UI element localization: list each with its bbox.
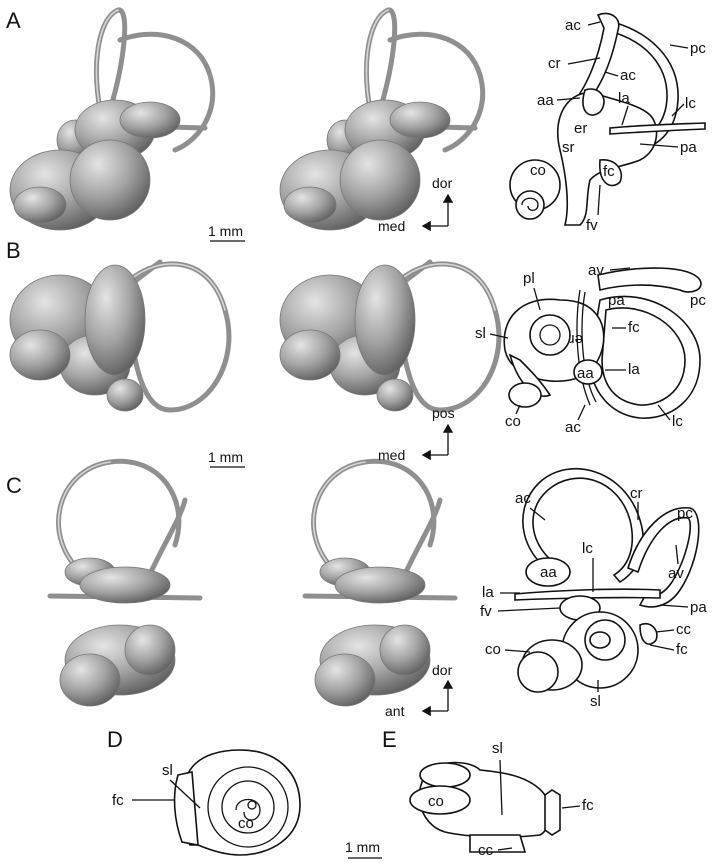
label-b-pc: pc: [690, 292, 706, 309]
label-b-er: er: [570, 331, 583, 348]
orientation-axes-a: dor med: [378, 175, 454, 234]
label-a-pa: pa: [680, 139, 697, 156]
render-a-left: [10, 10, 213, 230]
label-e-sl: sl: [492, 740, 503, 757]
label-a-lc: lc: [685, 95, 696, 112]
scale-bar-d-e: 1 mm: [345, 839, 382, 859]
orientation-axes-b: pos med: [378, 405, 455, 463]
drawing-c: ac cr pc lc aa av la pa fv cc co fc sl: [480, 468, 707, 710]
panel-letter-d: D: [107, 727, 123, 752]
label-d-sl: sl: [162, 762, 173, 779]
label-c-lc: lc: [582, 540, 593, 557]
svg-text:med: med: [378, 447, 405, 463]
panel-letter-a: A: [6, 8, 21, 33]
label-b-aa: aa: [577, 365, 594, 382]
label-b-av: av: [588, 262, 604, 279]
scale-bar-b: 1 mm: [208, 449, 245, 468]
label-c-la: la: [482, 584, 494, 601]
drawing-e: sl co fc cc: [409, 740, 594, 859]
label-d-co: co: [238, 815, 254, 832]
render-b-left: [10, 262, 229, 411]
label-a-pc: pc: [690, 40, 706, 57]
drawing-b: av pl pc pa er fc sl aa la co ac lc: [475, 262, 706, 436]
label-b-lc: lc: [672, 413, 683, 430]
svg-text:1 mm: 1 mm: [208, 449, 243, 465]
render-c-left: [50, 461, 200, 706]
label-a-er: er: [574, 120, 587, 137]
panel-letter-b: B: [6, 238, 21, 263]
label-b-co: co: [505, 413, 521, 430]
label-b-la: la: [628, 361, 640, 378]
label-e-cc: cc: [478, 842, 494, 859]
label-b-fc: fc: [628, 319, 640, 336]
panel-letter-e: E: [382, 727, 397, 752]
label-e-fc: fc: [582, 797, 594, 814]
label-c-pa: pa: [690, 599, 707, 616]
scale-bar-a: 1 mm: [208, 223, 245, 242]
label-b-pl: pl: [523, 270, 535, 287]
svg-text:dor: dor: [432, 175, 453, 191]
label-a-cr: cr: [548, 55, 561, 72]
drawing-a: ac pc cr ac aa la lc er pa sr co fc fv: [509, 12, 706, 234]
svg-text:ant: ant: [385, 703, 405, 719]
label-b-pa: pa: [608, 292, 625, 309]
panel-letter-c: C: [6, 473, 22, 498]
render-b-right: [280, 262, 499, 411]
label-c-cc: cc: [676, 621, 692, 638]
label-a-fc: fc: [603, 163, 615, 180]
svg-text:pos: pos: [432, 405, 455, 421]
render-a-right: [280, 10, 483, 230]
svg-text:med: med: [378, 218, 405, 234]
label-c-cr: cr: [630, 485, 643, 502]
svg-text:dor: dor: [432, 662, 453, 678]
label-c-sl: sl: [590, 693, 601, 710]
label-c-pc: pc: [677, 505, 693, 522]
svg-text:1 mm: 1 mm: [208, 223, 243, 239]
label-a-co: co: [530, 162, 546, 179]
label-b-sl: sl: [475, 325, 486, 342]
label-c-ac: ac: [515, 490, 531, 507]
label-c-fv: fv: [480, 603, 492, 620]
label-d-fc: fc: [112, 792, 124, 809]
label-c-co: co: [485, 641, 501, 658]
label-a-la: la: [618, 90, 630, 107]
orientation-axes-c: dor ant: [385, 662, 454, 719]
label-c-av: av: [668, 565, 684, 582]
label-c-aa: aa: [540, 564, 557, 581]
label-a-sr: sr: [562, 139, 575, 156]
svg-text:1 mm: 1 mm: [345, 839, 380, 855]
label-a-ac: ac: [620, 67, 636, 84]
label-e-co: co: [428, 793, 444, 810]
label-c-fc: fc: [676, 641, 688, 658]
label-a-aa: aa: [537, 92, 554, 109]
label-a-fv: fv: [586, 217, 598, 234]
drawing-d: sl fc co: [112, 749, 301, 856]
label-b-ac: ac: [565, 419, 581, 436]
label-a-ac-top: ac: [565, 17, 581, 34]
